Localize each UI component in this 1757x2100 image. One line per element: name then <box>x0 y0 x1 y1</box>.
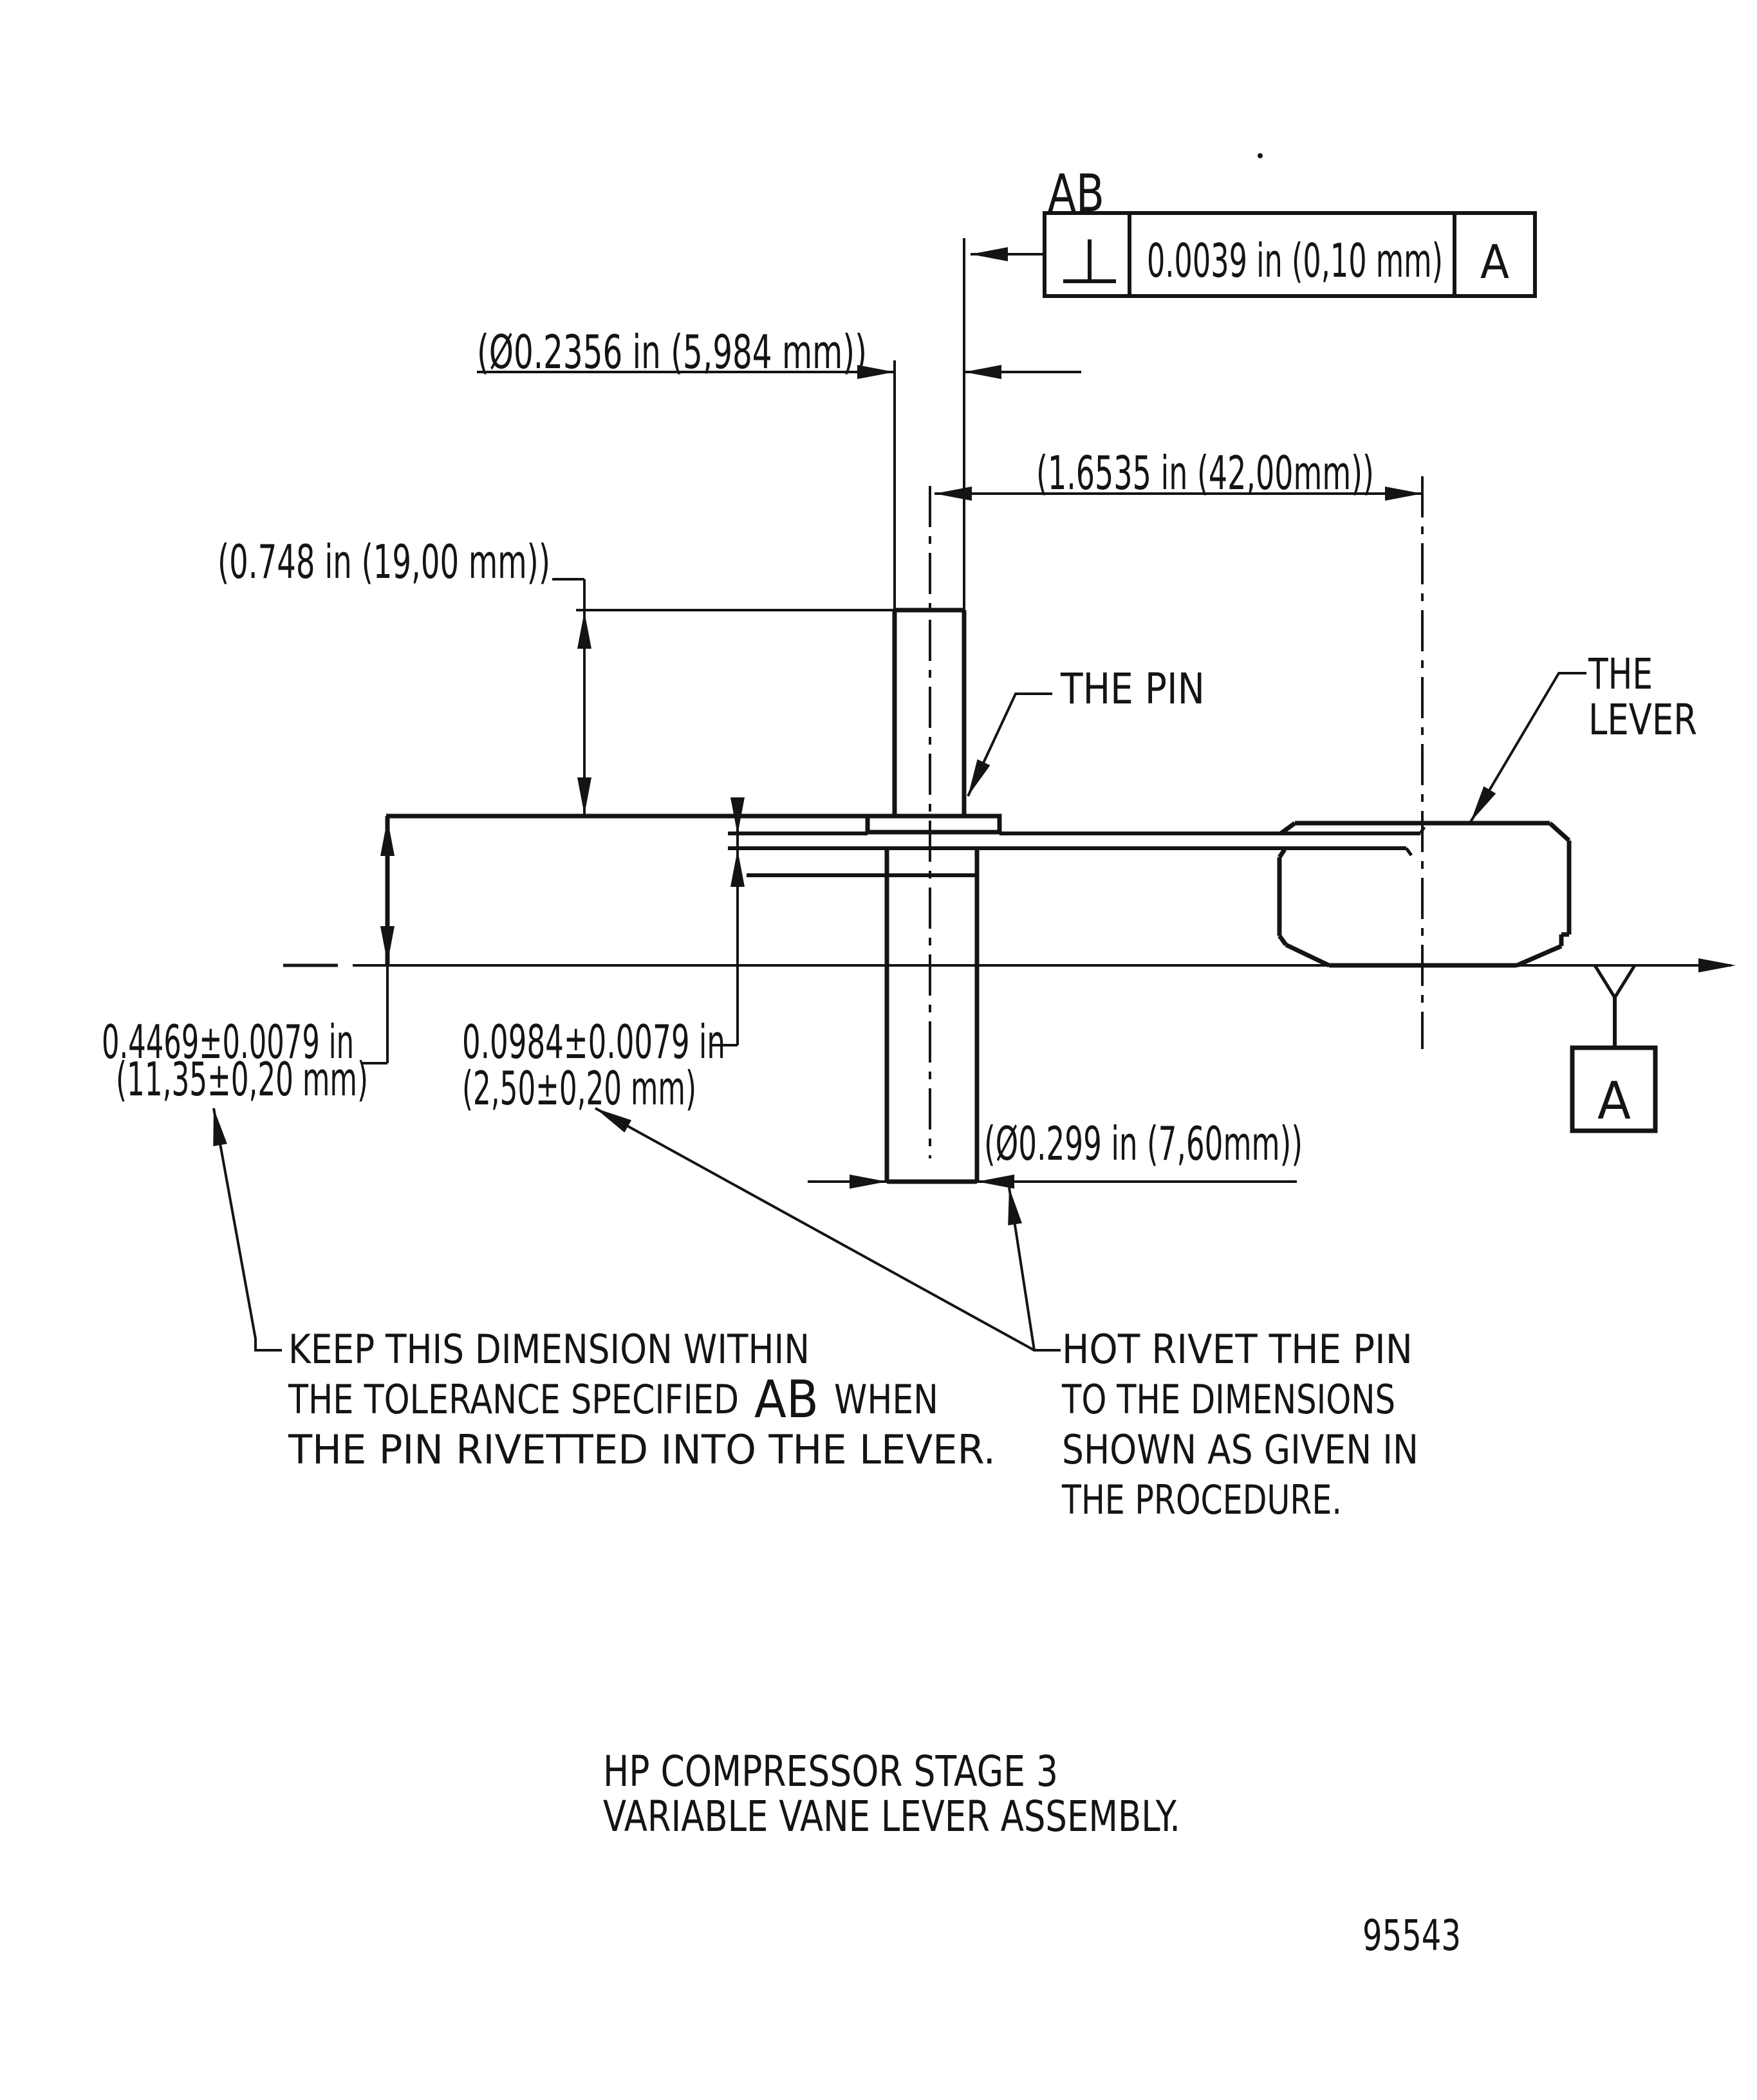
title-block: HP COMPRESSOR STAGE 3 VARIABLE VANE LEVE… <box>603 1747 1461 1960</box>
perpendicularity-icon <box>1063 239 1116 283</box>
dim-pin-diameter-text: (Ø0.2356 in (5,984 mm)) <box>477 325 867 379</box>
note-keep-dimension: KEEP THIS DIMENSION WITHIN THE TOLERANCE… <box>207 1107 996 1473</box>
title-line1: HP COMPRESSOR STAGE 3 <box>603 1747 1058 1796</box>
label-the-pin: THE PIN <box>962 664 1205 799</box>
datum-triangle-icon <box>1593 964 1637 1048</box>
datum-a: A <box>1570 964 1658 1133</box>
dim-rivet-diameter: (Ø0.299 in (7,60mm)) <box>808 1117 1303 1189</box>
the-pin-text: THE PIN <box>1060 664 1205 714</box>
dim-boss-height-mm: (11,35±0,20 mm) <box>116 1052 368 1106</box>
keep-note-line1: KEEP THIS DIMENSION WITHIN <box>288 1326 810 1373</box>
note-hot-rivet: HOT RIVET THE PIN TO THE DIMENSIONS SHOW… <box>591 1102 1418 1523</box>
the-lever-text-line1: THE <box>1588 649 1653 699</box>
keep-note-line2-pre: THE TOLERANCE SPECIFIED <box>288 1376 739 1423</box>
extension-lines <box>576 238 965 611</box>
dim-pin-diameter: (Ø0.2356 in (5,984 mm)) <box>477 325 1081 379</box>
dim-boss-height-in: 0.4469±0.0079 in <box>102 1015 354 1069</box>
label-the-lever: THE LEVER <box>1464 649 1697 826</box>
drawing-number: 95543 <box>1362 1911 1461 1960</box>
dim-pin-height: (0.748 in (19,00 mm)) <box>218 535 591 816</box>
frame-tolerance-text: 0.0039 in (0,10 mm) <box>1147 234 1443 288</box>
centerlines <box>283 476 1736 1158</box>
rivet-note-line2: TO THE DIMENSIONS <box>1061 1376 1395 1423</box>
dim-boss-height: 0.4469±0.0079 in (11,35±0,20 mm) <box>102 819 395 1106</box>
dim-lever-length-text: (1.6535 in (42,00mm)) <box>1036 446 1374 500</box>
dim-lever-length: (1.6535 in (42,00mm)) <box>934 446 1422 501</box>
dim-rivet-diameter-text: (Ø0.299 in (7,60mm)) <box>984 1117 1303 1171</box>
centerline-arrow <box>1698 958 1736 972</box>
the-lever-text-line2: LEVER <box>1588 695 1697 745</box>
rivet-note-line4: THE PROCEDURE. <box>1061 1476 1342 1523</box>
keep-note-line2-post: WHEN <box>834 1376 938 1423</box>
frame-datum-ref: A <box>1480 235 1509 289</box>
dim-plate-thickness-in: 0.0984±0.0079 in <box>462 1015 725 1069</box>
rivet-note-line3: SHOWN AS GIVEN IN <box>1062 1426 1418 1473</box>
keep-note-line3: THE PIN RIVETTED INTO THE LEVER. <box>288 1426 996 1473</box>
dim-plate-thickness-mm: (2,50±0,20 mm) <box>462 1061 696 1115</box>
feature-control-frame: AB 0.0039 in (0,10 mm) A <box>971 163 1537 298</box>
dim-pin-height-text: (0.748 in (19,00 mm)) <box>218 535 550 589</box>
title-line2: VARIABLE VANE LEVER ASSEMBLY. <box>603 1792 1180 1841</box>
dim-plate-thickness: 0.0984±0.0079 in (2,50±0,20 mm) <box>462 797 745 1115</box>
scan-speck <box>1258 153 1263 158</box>
keep-note-line2-ab: AB <box>754 1370 819 1429</box>
lever-outline <box>728 821 1572 968</box>
datum-a-letter: A <box>1597 1071 1631 1131</box>
rivet-note-line1: HOT RIVET THE PIN <box>1062 1326 1413 1373</box>
pin-outline <box>865 608 1002 1184</box>
